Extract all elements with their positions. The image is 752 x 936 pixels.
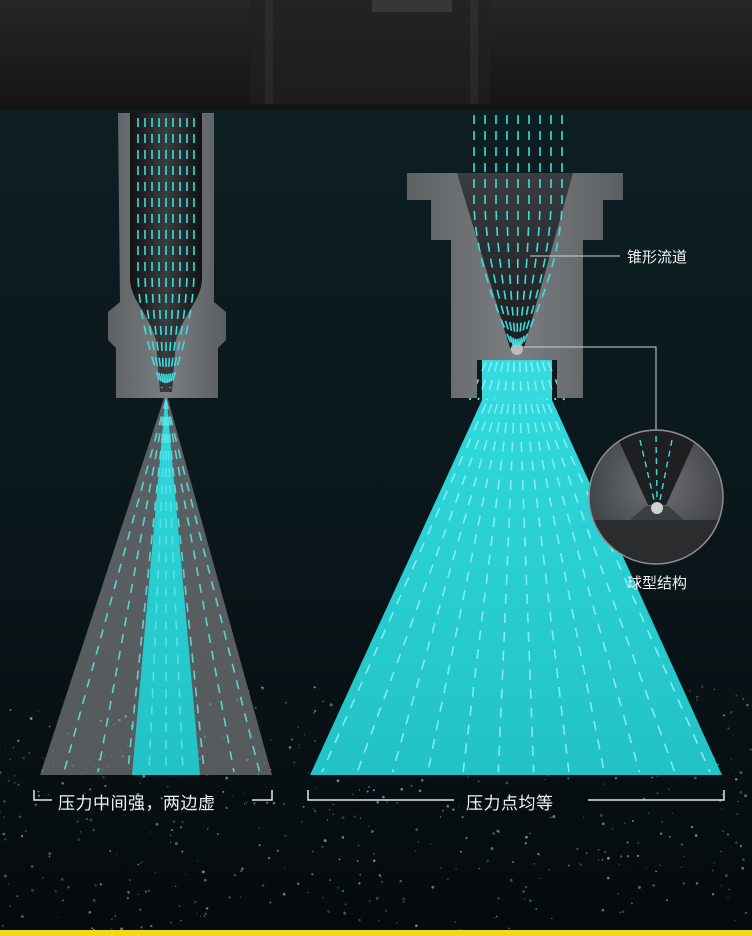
bottom-strip [0, 930, 752, 936]
right-spray [310, 358, 722, 775]
left-spray [40, 392, 272, 775]
right-nozzle-body [407, 115, 623, 398]
ball-structure-inset [588, 429, 724, 565]
cone-channel-label: 锥形流道 [627, 248, 688, 266]
left-nozzle-body [108, 113, 226, 398]
left-caption: 压力中间强，两边虚 [58, 794, 216, 814]
ball-structure-label: 球型结构 [627, 574, 688, 592]
right-caption: 压力点均等 [466, 794, 554, 814]
callout-lines [522, 255, 657, 432]
top-device-silhouette [250, 0, 490, 104]
caption-brackets [33, 790, 725, 801]
